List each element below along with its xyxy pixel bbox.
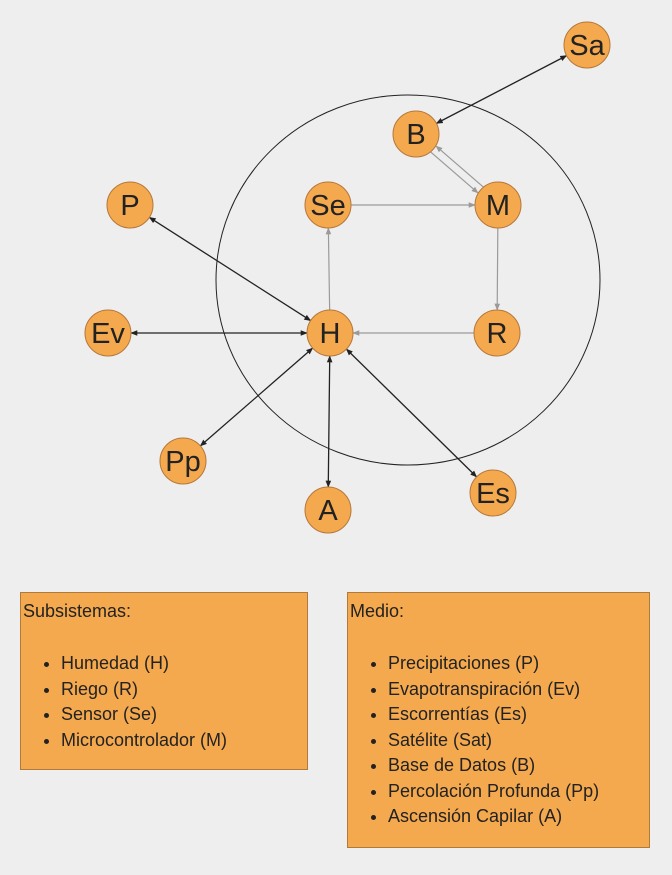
- nodes-layer: SaB P Se M Ev H R PpA Es: [84, 21, 611, 534]
- node-r: R: [473, 309, 521, 357]
- edge-m-b: [435, 145, 484, 188]
- edge-a-h: [325, 355, 333, 488]
- legend-item: Evapotranspiración (Ev): [388, 677, 599, 703]
- legend-item: Satélite (Sat): [388, 728, 599, 754]
- node-sa: Sa: [563, 21, 611, 69]
- legend-item: Escorrentías (Es): [388, 702, 599, 728]
- edge-es-h: [345, 348, 478, 478]
- node-circle: [474, 181, 522, 229]
- node-label: Es: [476, 478, 510, 510]
- node-a: A: [304, 486, 352, 534]
- edge-p-h: [148, 216, 312, 322]
- node-ev: Ev: [84, 309, 132, 357]
- node-circle: [473, 309, 521, 357]
- node-circle: [306, 309, 354, 357]
- node-circle: [563, 21, 611, 69]
- node-circle: [392, 110, 440, 158]
- node-b: B: [392, 110, 440, 158]
- node-circle: [159, 437, 207, 485]
- environment-legend: Medio: Precipitaciones (P) Evapotranspir…: [347, 592, 650, 848]
- node-label: M: [486, 190, 510, 222]
- node-es: Es: [469, 469, 517, 517]
- node-p: P: [106, 181, 154, 229]
- node-label: H: [320, 318, 341, 350]
- edge-h-se: [325, 227, 332, 311]
- legend-item: Riego (R): [61, 677, 227, 703]
- environment-legend-title: Medio:: [350, 601, 405, 621]
- node-circle: [469, 469, 517, 517]
- node-circle: [106, 181, 154, 229]
- node-circle: [304, 486, 352, 534]
- edge-m-r: [494, 227, 501, 311]
- node-label: Sa: [569, 30, 605, 62]
- legend-item: Humedad (H): [61, 651, 227, 677]
- node-h: H: [306, 309, 354, 357]
- node-m: M: [474, 181, 522, 229]
- legend-item: Ascensión Capilar (A): [388, 804, 599, 830]
- subsystems-legend-list: Humedad (H) Riego (R) Sensor (Se) Microc…: [21, 651, 227, 753]
- node-se: Se: [304, 181, 352, 229]
- node-label: B: [406, 119, 425, 151]
- node-circle: [84, 309, 132, 357]
- subsystems-legend-title: Subsistemas:: [23, 601, 132, 621]
- edge-b-sa: [435, 55, 568, 124]
- environment-legend-list: Precipitaciones (P) Evapotranspiración (…: [348, 651, 599, 830]
- legend-item: Precipitaciones (P): [388, 651, 599, 677]
- node-label: R: [487, 318, 508, 350]
- system-diagram: SaB P Se M Ev H R PpA Es: [84, 21, 611, 534]
- subsystems-legend: Subsistemas: Humedad (H) Riego (R) Senso…: [20, 592, 308, 770]
- node-label: Ev: [91, 318, 125, 350]
- legend-item: Percolación Profunda (Pp): [388, 779, 599, 805]
- legend-item: Sensor (Se): [61, 702, 227, 728]
- node-circle: [304, 181, 352, 229]
- legend-item: Microcontrolador (M): [61, 728, 227, 754]
- edge-b-m: [430, 151, 479, 194]
- node-label: Pp: [165, 446, 200, 478]
- node-label: Se: [310, 190, 345, 222]
- edges-layer: [130, 55, 568, 488]
- legend-item: Base de Datos (B): [388, 753, 599, 779]
- node-label: P: [120, 190, 139, 222]
- node-pp: Pp: [159, 437, 207, 485]
- edge-pp-h: [199, 347, 314, 447]
- node-label: A: [318, 495, 338, 527]
